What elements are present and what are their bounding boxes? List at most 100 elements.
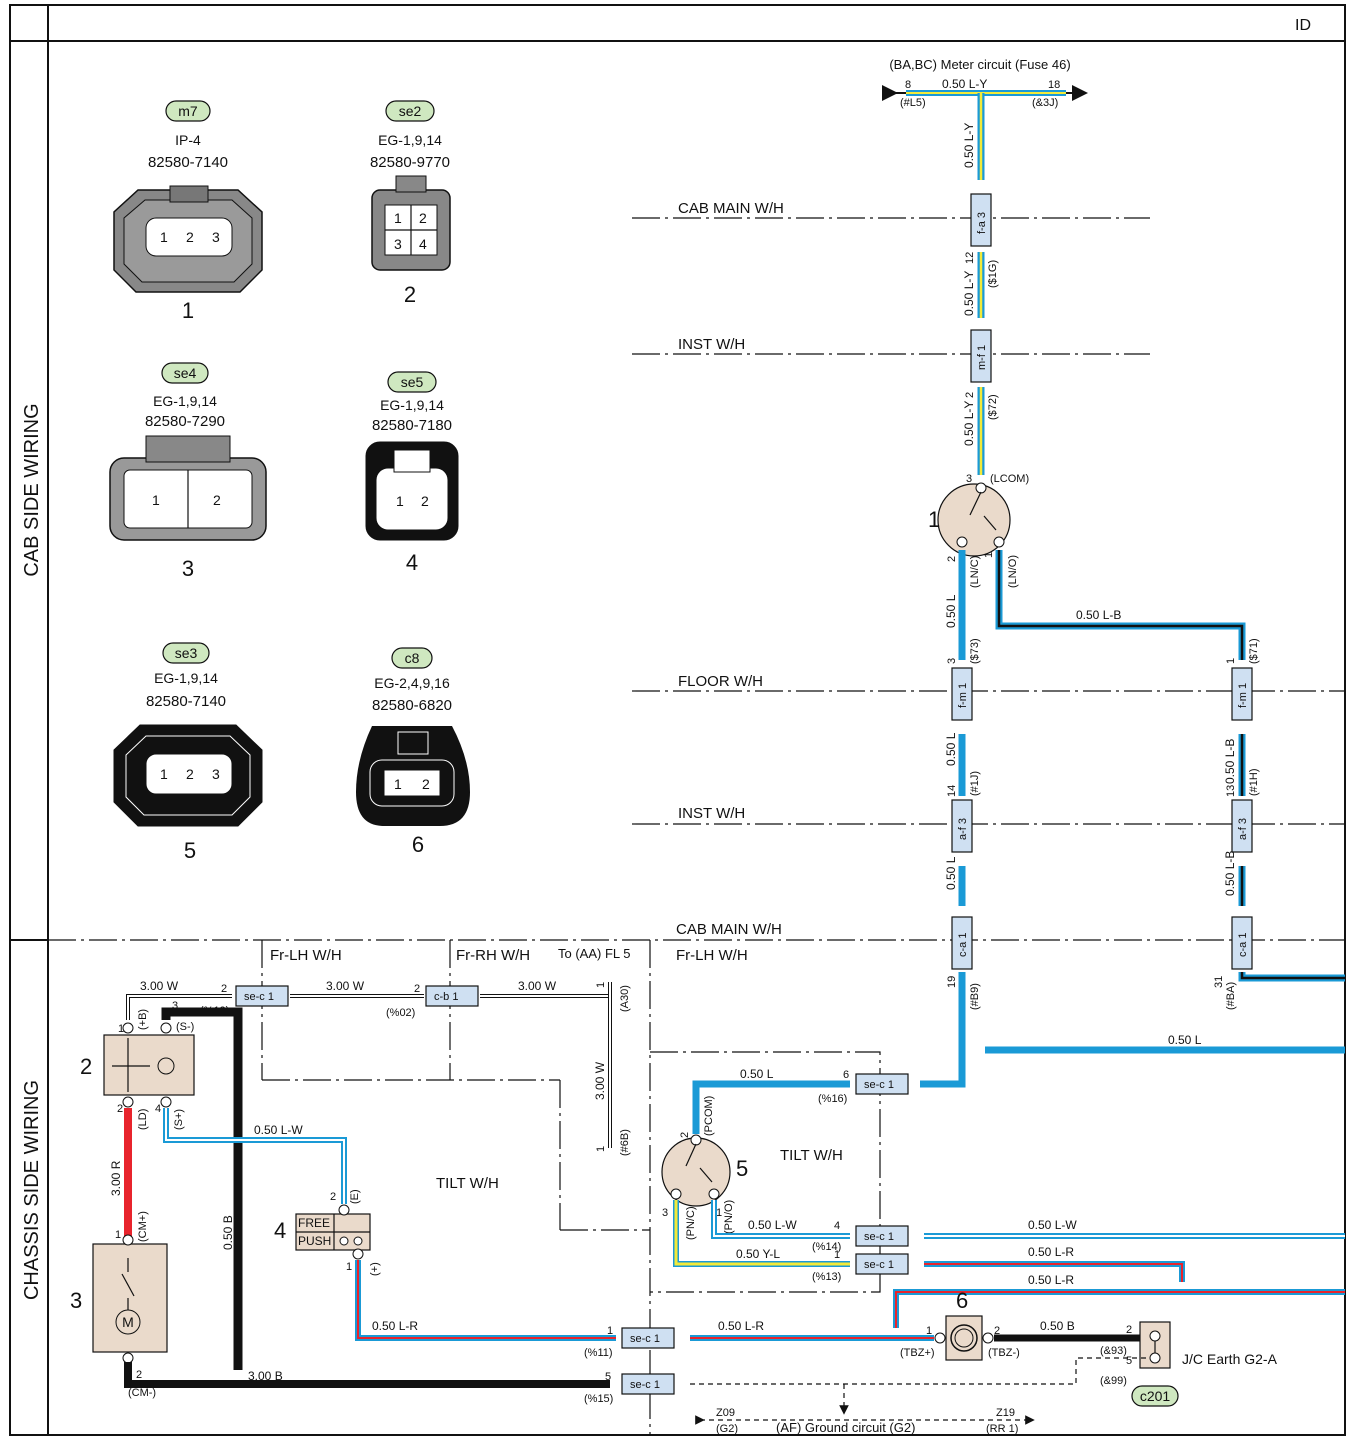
meter-title: (BA,BC) Meter circuit (Fuse 46) xyxy=(889,57,1070,72)
inline-connector-sec1-b xyxy=(621,1373,675,1395)
column-l: 0.50 L 0.50 L 0.50 L 3 ($73) 14 (#1J) f-… xyxy=(920,550,1345,1088)
connector-tag: c8 xyxy=(405,650,420,666)
wire-label: 3.00 W xyxy=(140,979,179,993)
pin-number: 13 xyxy=(1225,785,1237,797)
pin-number: 2 xyxy=(994,1325,1000,1337)
component-5-switch: 5 2 (PCOM) 3 (PN/C) 1 (PN/O) 0.50 L se-c… xyxy=(661,1067,909,1240)
connector-1: m7 IP-4 82580-7140 1 2 3 1 xyxy=(113,100,263,323)
circuit-code: (A30) xyxy=(619,985,631,1012)
pin-label: 1 xyxy=(394,776,402,792)
inline-connector-sec1-f xyxy=(855,1253,909,1275)
wire-label: 0.50 L xyxy=(944,594,958,628)
inline-label: se-c 1 xyxy=(244,991,274,1003)
ground-title: (AF) Ground circuit (G2) xyxy=(776,1420,915,1435)
pin-number: 1 xyxy=(716,1207,722,1219)
connector-use: IP-4 xyxy=(175,132,201,148)
pin-label: 1 xyxy=(394,210,402,226)
wire-lr-left: 0.50 L-R se-c 1 1 (%11) 0.50 L-R xyxy=(355,1260,934,1359)
column-ly: 0.50 L-Y 0.50 L-Y 0.50 L-Y 12 ($1G) 2 ($… xyxy=(962,93,999,475)
harness-fr-lh-right: Fr-LH W/H xyxy=(676,947,748,964)
pin-label: (S+) xyxy=(173,1109,185,1130)
pin-number: 14 xyxy=(946,785,958,797)
pin-label: 2 xyxy=(419,210,427,226)
circuit-code: (#1J) xyxy=(969,771,981,796)
connector-number: 2 xyxy=(404,282,416,307)
wire-label: 0.50 L-W xyxy=(254,1123,303,1137)
wire-label: 0.50 L-R xyxy=(718,1319,764,1333)
meter-left-pin: 8 xyxy=(905,79,911,91)
component-number: 1 xyxy=(928,507,940,532)
circuit-code: (%15) xyxy=(584,1393,613,1405)
meter-circuit: (BA,BC) Meter circuit (Fuse 46) 8 (#L5) … xyxy=(882,57,1088,109)
connector-3: se4 EG-1,9,14 82580-7290 1 2 3 xyxy=(109,362,267,581)
inline-label: m-f 1 xyxy=(976,345,988,370)
cab-side-label: CAB SIDE WIRING xyxy=(21,403,43,576)
connector-use: EG-1,9,14 xyxy=(154,670,218,686)
inline-label: a-f 3 xyxy=(957,818,969,840)
pin-label: (LN/C) xyxy=(969,556,981,588)
wire-label: 0.50 L-Y xyxy=(962,123,976,168)
pin-number: 2 xyxy=(679,1132,691,1138)
pin-number: 31 xyxy=(1213,976,1225,988)
wire-label: 0.50 L xyxy=(1168,1033,1202,1047)
connector-part: 82580-9770 xyxy=(370,154,450,171)
pin-number: 3 xyxy=(662,1207,668,1219)
connector-part: 82580-7180 xyxy=(372,417,452,434)
wire-red-r: 3.00 R xyxy=(109,1108,132,1238)
connector-5: se3 EG-1,9,14 82580-7140 1 2 3 5 xyxy=(113,642,263,863)
circuit-code: ($71) xyxy=(1248,638,1260,664)
ground-circuit: Z09 (G2) (AF) Ground circuit (G2) Z19 (R… xyxy=(695,1384,1035,1435)
wire-label: 0.50 Y-L xyxy=(736,1247,780,1261)
wire-label: 0.50 L xyxy=(944,856,958,890)
wire-label: 0.50 L-B xyxy=(1223,739,1237,784)
pin-number: 19 xyxy=(946,976,958,988)
circuit-code: (#6B) xyxy=(619,1129,631,1156)
pin-label: 1 xyxy=(152,492,160,508)
circuit-code: ($73) xyxy=(969,638,981,664)
pin-number: 1 xyxy=(595,1146,607,1152)
pin-number: 3 xyxy=(966,473,972,485)
inline-connector-af3 xyxy=(951,799,973,853)
harness-inst-top: INST W/H xyxy=(678,336,745,353)
connector-part: 82580-7290 xyxy=(145,413,225,430)
pin-label: 2 xyxy=(186,766,194,782)
pin-number: 1 xyxy=(834,1249,840,1261)
pin-label: (PN/C) xyxy=(685,1206,697,1240)
pin-number: 1 xyxy=(595,982,607,988)
inline-connector-sec1-d xyxy=(855,1073,909,1095)
connector-tag: m7 xyxy=(178,103,198,119)
circuit-code: (#1H) xyxy=(1248,768,1260,796)
component-number: 4 xyxy=(274,1218,286,1243)
harness-cab-main-bottom: CAB MAIN W/H xyxy=(676,921,782,938)
component-number: 5 xyxy=(736,1156,748,1181)
pin-label: (PN/O) xyxy=(723,1200,735,1234)
meter-wire: 0.50 L-Y xyxy=(942,77,987,91)
component-number: 6 xyxy=(956,1288,968,1313)
pin-number: 1 xyxy=(115,1229,121,1241)
pin-label: (S-) xyxy=(176,1021,194,1033)
cab-harness-lines: CAB MAIN W/H INST W/H FLOOR W/H INST W/H… xyxy=(632,200,1345,938)
wire-lw-left: 0.50 L-W xyxy=(163,1108,347,1204)
column-lb: 0.50 L-B 1 ($71) f-m 1 0.50 L-B 13 (#1H)… xyxy=(995,550,1345,1010)
wire-lw-right: 0.50 L-W 4 (%14) se-c 1 0.50 L-W xyxy=(711,1200,1345,1253)
inline-label: c-b 1 xyxy=(434,991,458,1003)
wire-label: 3.00 W xyxy=(518,979,557,993)
motor-label: M xyxy=(122,1314,134,1330)
wire-yl: 0.50 Y-L 1 (%13) se-c 1 0.50 L-R 0.50 L-… xyxy=(673,1200,1345,1328)
circuit-code: (%11) xyxy=(584,1347,613,1359)
wire-label: 0.50 L-Y xyxy=(962,401,976,446)
wire-label: 3.00 W xyxy=(593,1061,607,1100)
to-aa-label: To (AA) FL 5 xyxy=(558,946,630,961)
circuit-code: ($1G) xyxy=(987,260,999,288)
connector-use: EG-1,9,14 xyxy=(378,132,442,148)
pin-label: (E) xyxy=(349,1189,361,1204)
inline-label: se-c 1 xyxy=(864,1259,894,1271)
pin-number: 2 xyxy=(117,1103,123,1115)
wire-3w: 3.00 W 3.00 W 3.00 W 3.00 W 2 2 (%12) (%… xyxy=(126,979,631,1156)
pin-number: 2 xyxy=(964,392,976,398)
pin-number: 2 xyxy=(1126,1324,1132,1336)
meter-right-pin: 18 xyxy=(1048,79,1060,91)
pin-number: 1 xyxy=(607,1325,613,1337)
inline-label: f-m 1 xyxy=(957,683,969,708)
pin-label: (+) xyxy=(369,1262,381,1276)
